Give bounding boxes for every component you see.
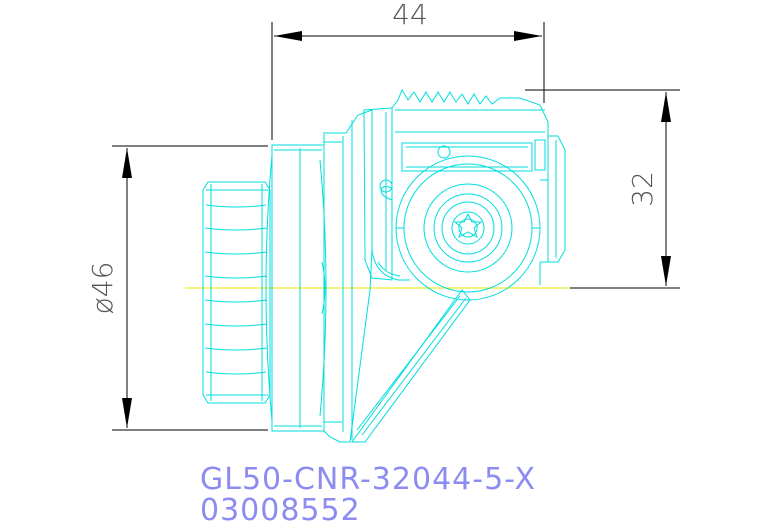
height-dimension-label: 32 bbox=[626, 171, 659, 207]
part-outline bbox=[202, 88, 566, 443]
angled-strut bbox=[351, 289, 471, 443]
lower-body bbox=[371, 249, 541, 285]
dimension-lines bbox=[112, 22, 680, 431]
housing-body bbox=[265, 144, 327, 432]
upper-block bbox=[363, 88, 549, 281]
part-number-label: GL50-CNR-32044-5-X bbox=[200, 462, 536, 497]
part-code-label: 03008552 bbox=[200, 493, 361, 523]
diameter-dimension-label: ø46 bbox=[86, 262, 119, 315]
wheel-hub bbox=[395, 155, 541, 301]
side-cap bbox=[540, 135, 566, 263]
dimension-arrows bbox=[122, 31, 671, 428]
flange-plate bbox=[323, 109, 373, 443]
lens-nut bbox=[202, 181, 271, 404]
width-dimension-label: 44 bbox=[392, 0, 428, 31]
